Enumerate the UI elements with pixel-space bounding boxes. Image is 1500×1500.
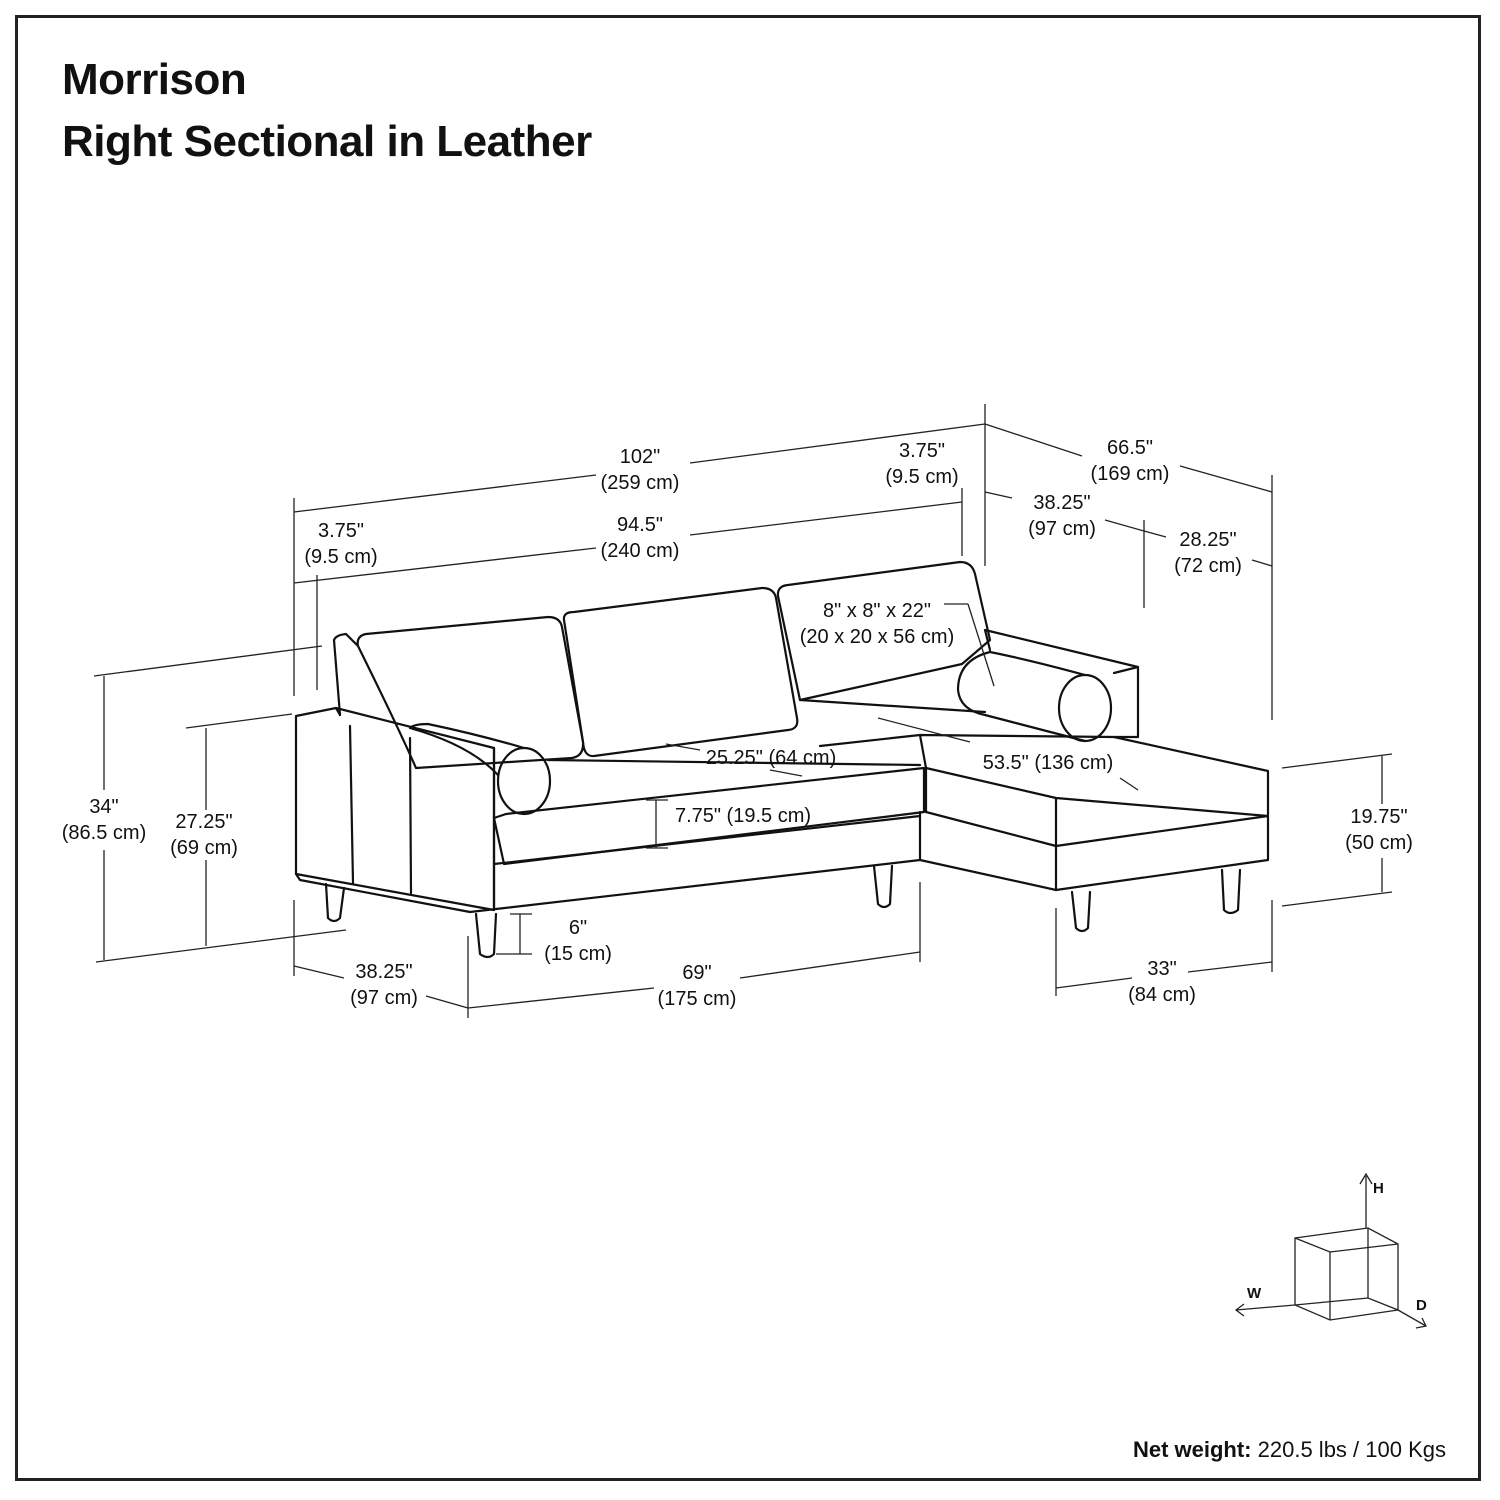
- axis-label-d: D: [1416, 1297, 1427, 1314]
- leg-3: [872, 864, 894, 909]
- dim-sofa-depth-top: 38.25"(97 cm): [1028, 492, 1096, 540]
- left-bolster: [496, 746, 552, 816]
- back-cushion-middle: [562, 586, 799, 758]
- dim-bolster: 8" x 8" x 22"(20 x 20 x 56 cm): [799, 600, 955, 648]
- dim-cushion-height: 7.75" (19.5 cm): [674, 805, 812, 827]
- dim-leg-height: 6"(15 cm): [544, 917, 612, 965]
- dim-chaise-width: 33"(84 cm): [1128, 958, 1196, 1006]
- net-weight: Net weight: 220.5 lbs / 100 Kgs: [1133, 1437, 1446, 1463]
- axis-label-h: H: [1373, 1180, 1384, 1197]
- left-arm: [294, 706, 496, 912]
- dim-chaise-length: 53.5" (136 cm): [982, 752, 1114, 774]
- product-subtitle: Right Sectional in Leather: [62, 117, 592, 166]
- right-arm: [983, 628, 1140, 739]
- chaise-base: [918, 810, 1270, 892]
- axis-label-w: W: [1247, 1285, 1262, 1302]
- dim-overall-width: 102"(259 cm): [600, 446, 680, 494]
- dim-sofa-length: 69"(175 cm): [657, 962, 737, 1010]
- dim-seat-height: 19.75"(50 cm): [1345, 806, 1413, 854]
- seat-cushion: [492, 766, 926, 866]
- axis-cube: [1234, 1172, 1427, 1329]
- sofa-base: [294, 810, 922, 914]
- back-frame: [332, 632, 360, 717]
- border-frame: [15, 15, 1481, 1481]
- net-weight-label: Net weight:: [1132, 1437, 1252, 1462]
- net-weight-value: 220.5 lbs / 100 Kgs: [1257, 1437, 1446, 1462]
- dim-chaise-seat-depth: 28.25"(72 cm): [1174, 529, 1242, 577]
- dim-sofa-depth-bottom: 38.25"(97 cm): [350, 961, 418, 1009]
- leg-1: [324, 882, 346, 923]
- dim-chaise-depth: 66.5"(169 cm): [1090, 437, 1170, 485]
- dim-inner-width: 94.5"(240 cm): [600, 514, 680, 562]
- leg-5: [1220, 868, 1242, 915]
- back-cushion-right: [776, 560, 992, 702]
- leg-2: [474, 912, 498, 959]
- right-bolster: [1057, 673, 1113, 743]
- leg-4: [1070, 890, 1092, 933]
- dim-arm-height: 27.25"(69 cm): [170, 811, 238, 859]
- dim-arm-width-left: 3.75"(9.5 cm): [304, 520, 378, 568]
- dim-arm-width-right: 3.75"(9.5 cm): [885, 440, 959, 488]
- dim-overall-height: 34"(86.5 cm): [61, 796, 147, 844]
- dim-seat-depth: 25.25" (64 cm): [705, 747, 837, 769]
- back-cushion-left: [356, 615, 585, 770]
- product-name: Morrison: [62, 55, 247, 104]
